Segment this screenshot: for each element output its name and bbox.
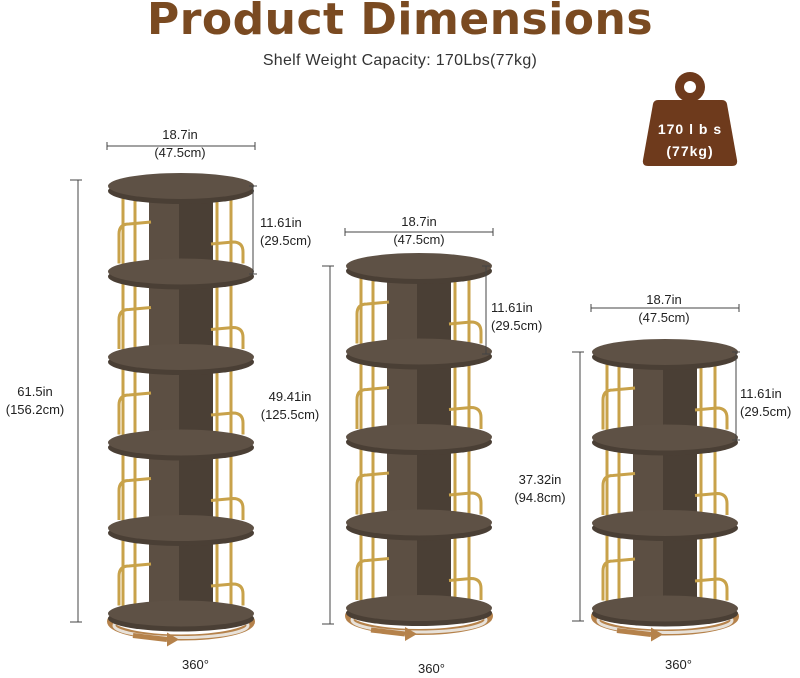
tower3-hook-left <box>601 472 636 515</box>
tower1-shelf <box>108 429 254 456</box>
tower2-hook-left <box>355 300 390 344</box>
tower1-width-cm: (47.5cm) <box>154 145 206 160</box>
tower1-shelf <box>108 258 254 285</box>
tower3-shelf <box>592 595 738 622</box>
tower2-hook-right <box>448 405 483 429</box>
tower1-hook-right <box>210 240 245 264</box>
tower3-hook-left <box>601 386 636 430</box>
tower3-shelf <box>592 510 738 536</box>
tower2-hook-right <box>448 320 483 344</box>
tower1-width-label: 18.7in (47.5cm) <box>130 126 230 162</box>
tower1-hook-left <box>117 391 152 435</box>
tower2-hook-left <box>355 557 390 600</box>
page-title: Product Dimensions <box>146 0 654 45</box>
tower2-shelf <box>346 509 492 536</box>
tower1-shelf <box>108 173 254 199</box>
tower3-height-in: 37.32in <box>518 472 562 487</box>
tower2-shelf-height-label: 11.61in (29.5cm) <box>491 299 542 335</box>
tower2-width-in: 18.7in <box>401 214 437 229</box>
tower3-column-face <box>633 352 663 609</box>
tower1-column-face <box>149 186 179 614</box>
tower1-shelf-cm: (29.5cm) <box>260 233 312 248</box>
tower3-shelf-in: 11.61in <box>740 386 782 401</box>
tower1-shelf-height-label: 11.61in (29.5cm) <box>260 214 311 250</box>
tower3-height-cm: (94.8cm) <box>514 490 566 505</box>
weight-capacity-subtitle: Shelf Weight Capacity: 170Lbs(77kg) <box>262 52 538 69</box>
tower3-width-label: 18.7in (47.5cm) <box>614 291 714 327</box>
tower3-hook-right <box>694 577 729 601</box>
tower2-shelf <box>346 424 492 450</box>
tower3-rotation-arrow <box>616 628 652 637</box>
tower2-hook-right <box>448 491 483 515</box>
tower1-shelf <box>108 515 254 541</box>
tower3-shelf <box>592 424 738 451</box>
tower1-hook-right <box>210 582 245 606</box>
tower3-hook-left <box>601 557 636 601</box>
tower2-height-in: 49.41in <box>268 389 312 404</box>
tower1-hook-right <box>210 325 245 349</box>
tower2-rotation-arrowhead <box>405 627 417 641</box>
tower2-shelf-cm: (29.5cm) <box>491 318 543 333</box>
tower3-rotation-arrowhead <box>651 627 663 642</box>
tower2-height-cm: (125.5cm) <box>260 407 320 422</box>
tower3-width-in: 18.7in <box>646 292 682 307</box>
tower1-height-label: 61.5in (156.2cm) <box>0 383 70 419</box>
tower2-shelf <box>346 338 492 365</box>
tower1-shelf-in: 11.61in <box>260 215 302 230</box>
tower1-hook-left <box>117 306 152 349</box>
tower1-rotation-label: 360° <box>182 657 209 672</box>
tower1-hook-right <box>210 411 245 435</box>
tower3-shelf-height-label: 11.61in (29.5cm) <box>740 385 791 421</box>
weight-badge-kg: (77kg) <box>666 143 714 159</box>
tower2-rotation-arrow <box>370 627 406 637</box>
tower3-hook-right <box>694 406 729 430</box>
tower3-hook-right <box>694 491 729 515</box>
tower1-hook-left <box>117 562 152 606</box>
tower3-width-cm: (47.5cm) <box>638 310 690 325</box>
tower1-hook-right <box>210 496 245 520</box>
tower1-hook-left <box>117 220 152 264</box>
tower1-width-in: 18.7in <box>162 127 198 142</box>
tower2-shelf <box>346 253 492 279</box>
tower1-shelf <box>108 344 254 370</box>
tower3-rotation-label: 360° <box>665 657 692 672</box>
tower1-shelf <box>108 600 254 627</box>
tower1-height-in: 61.5in <box>17 384 53 399</box>
weight-badge-lbs: 170 l b s <box>657 121 723 137</box>
tower2-shelf <box>346 595 492 621</box>
tower2-width-cm: (47.5cm) <box>393 232 445 247</box>
tower2-rotation-label: 360° <box>418 661 445 676</box>
tower2-hook-left <box>355 386 390 429</box>
tower2-shelf-in: 11.61in <box>491 300 533 315</box>
tower3-shelf <box>592 339 738 365</box>
tower1-height-cm: (156.2cm) <box>5 402 65 417</box>
tower2-height-label: 49.41in (125.5cm) <box>252 388 328 424</box>
tower1-hook-left <box>117 477 152 520</box>
tower3-height-label: 37.32in (94.8cm) <box>505 471 575 507</box>
tower3-shelf-cm: (29.5cm) <box>740 404 792 419</box>
tower2-hook-right <box>448 576 483 600</box>
tower2-hook-left <box>355 471 390 515</box>
tower2-width-label: 18.7in (47.5cm) <box>369 213 469 249</box>
weight-icon <box>642 72 738 166</box>
weight-badge-label: 170 l b s (77kg) <box>640 118 740 162</box>
tower1-rotation-arrowhead <box>167 632 179 647</box>
tower1-rotation-arrow <box>132 633 168 642</box>
